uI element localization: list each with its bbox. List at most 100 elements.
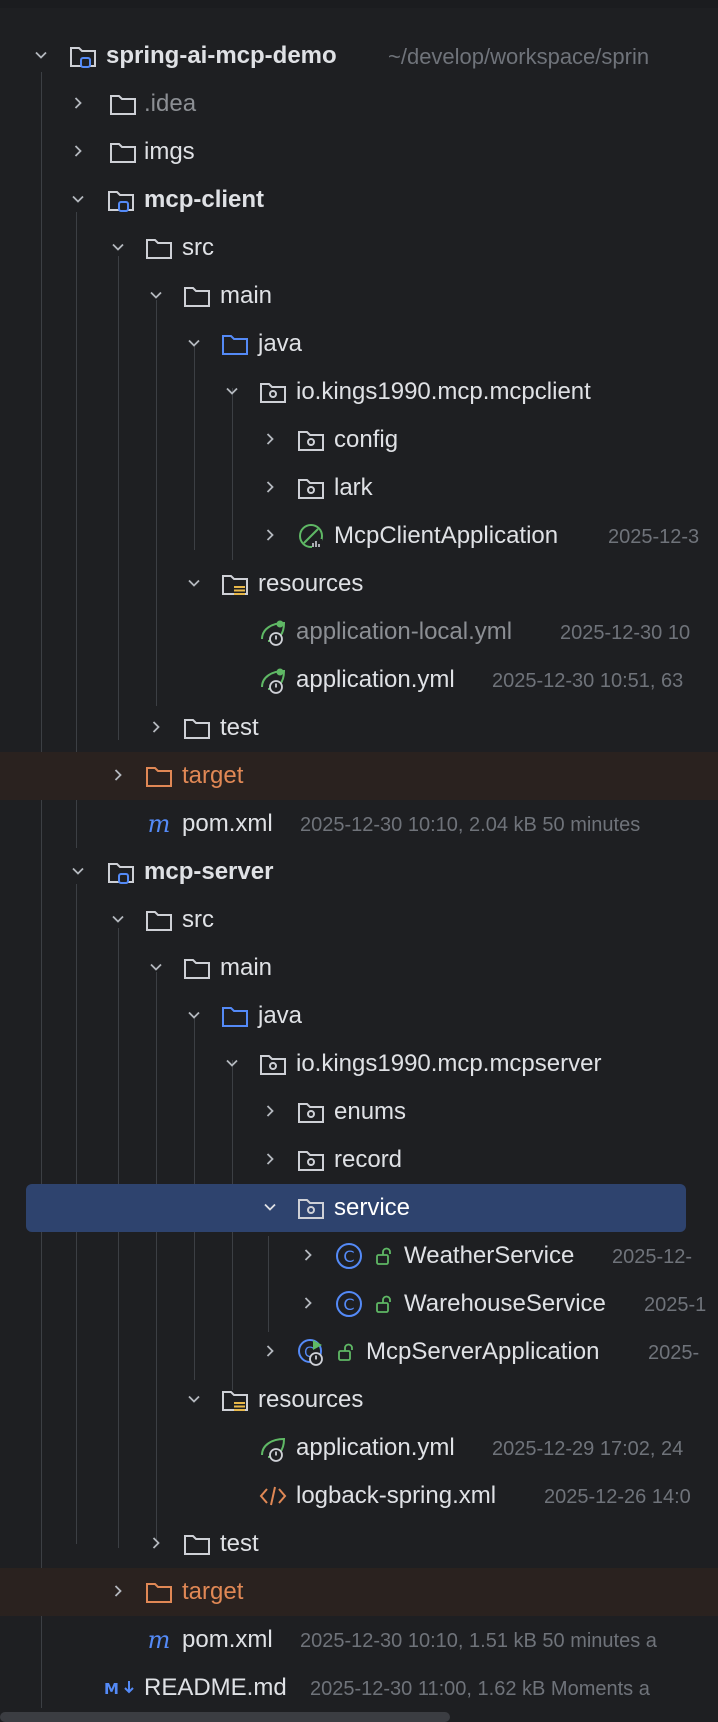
svg-text:C: C — [343, 1247, 354, 1266]
package-name: service — [334, 1194, 411, 1221]
chevron-right-icon[interactable] — [264, 529, 276, 541]
tree-row-resources[interactable]: resources — [0, 1376, 718, 1424]
tree-row-test[interactable]: test — [0, 704, 718, 752]
tree-row-root[interactable]: spring-ai-mcp-demo ~/develop/workspace/s… — [0, 32, 718, 80]
chevron-down-icon[interactable] — [226, 1057, 238, 1069]
chevron-down-icon[interactable] — [112, 913, 124, 925]
chevron-down-icon[interactable] — [188, 337, 200, 349]
tree-row-mcp-client[interactable]: mcp-client — [0, 176, 718, 224]
tree-row-lark[interactable]: lark — [0, 464, 718, 512]
tree-row-package[interactable]: io.kings1990.mcp.mcpserver — [0, 1040, 718, 1088]
tree-row-imgs[interactable]: imgs — [0, 128, 718, 176]
tree-row-enums[interactable]: enums — [0, 1088, 718, 1136]
chevron-right-icon[interactable] — [264, 1105, 276, 1117]
svg-text:C: C — [343, 1295, 354, 1314]
java-class-icon: C — [336, 1291, 362, 1317]
tree-row-config[interactable]: config — [0, 416, 718, 464]
chevron-down-icon[interactable] — [112, 241, 124, 253]
chevron-right-icon[interactable] — [112, 769, 124, 781]
tree-row-mcp-server[interactable]: mcp-server — [0, 848, 718, 896]
file-name: McpClientApplication — [334, 522, 559, 549]
chevron-down-icon[interactable] — [150, 289, 162, 301]
chevron-right-icon[interactable] — [264, 1153, 276, 1165]
tree-row-target[interactable]: target — [0, 1568, 718, 1616]
package-name: io.kings1990.mcp.mcpclient — [296, 378, 591, 405]
tree-row-java[interactable]: java — [0, 992, 718, 1040]
chevron-right-icon[interactable] — [150, 1537, 162, 1549]
chevron-right-icon[interactable] — [150, 721, 162, 733]
file-name: application-local.yml — [296, 618, 513, 645]
chevron-right-icon[interactable] — [72, 97, 84, 109]
folder-icon — [110, 95, 136, 115]
package-name: config — [334, 426, 399, 453]
tree-row-idea[interactable]: .idea — [0, 80, 718, 128]
chevron-down-icon[interactable] — [35, 49, 47, 61]
class-name: McpServerApplication — [366, 1338, 600, 1365]
file-meta: 2025-12-26 14:0 — [544, 1486, 691, 1508]
indent-guide — [118, 928, 119, 1548]
package-name: io.kings1990.mcp.mcpserver — [296, 1050, 602, 1077]
folder-icon — [184, 719, 210, 739]
folder-icon — [184, 1535, 210, 1555]
file-name: pom.xml — [182, 1626, 273, 1653]
maven-pom-icon: m — [148, 810, 171, 838]
tree-row-warehouse-service[interactable]: C WarehouseService 2025-1 — [0, 1280, 718, 1328]
chevron-right-icon[interactable] — [302, 1249, 314, 1261]
tree-row-readme[interactable]: M README.md 2025-12-30 11:00, 1.62 kB Mo… — [0, 1664, 718, 1712]
chevron-right-icon[interactable] — [302, 1297, 314, 1309]
tree-row-test[interactable]: test — [0, 1520, 718, 1568]
chevron-right-icon[interactable] — [72, 145, 84, 157]
tree-row-resources[interactable]: resources — [0, 560, 718, 608]
folder-name: src — [182, 234, 214, 261]
tree-row-mcp-server-application[interactable]: C McpServerApplication 2025- — [0, 1328, 718, 1376]
tree-row-application-yml[interactable]: application.yml 2025-12-30 10:51, 63 — [0, 656, 718, 704]
tree-row-package[interactable]: io.kings1990.mcp.mcpclient — [0, 368, 718, 416]
chevron-down-icon[interactable] — [150, 961, 162, 973]
folder-name: resources — [258, 1386, 364, 1413]
tree-row-java[interactable]: java — [0, 320, 718, 368]
file-name: README.md — [144, 1674, 287, 1701]
tree-row-weather-service[interactable]: C WeatherService 2025-12- — [0, 1232, 718, 1280]
chevron-right-icon[interactable] — [264, 1345, 276, 1357]
svg-text:m: m — [148, 810, 171, 838]
folder-icon — [184, 959, 210, 979]
tree-row-service-selected[interactable]: service — [26, 1184, 686, 1232]
chevron-right-icon[interactable] — [264, 481, 276, 493]
chevron-down-icon[interactable] — [188, 1393, 200, 1405]
source-root-folder-icon — [222, 335, 248, 355]
chevron-down-icon[interactable] — [72, 193, 84, 205]
chevron-down-icon[interactable] — [264, 1201, 276, 1213]
spring-config-file-icon — [261, 620, 286, 646]
file-name: application.yml — [296, 666, 455, 693]
file-meta: 2025-12-30 10 — [560, 622, 691, 644]
tree-row-record[interactable]: record — [0, 1136, 718, 1184]
tree-row-pom-xml[interactable]: m pom.xml 2025-12-30 10:10, 2.04 kB 50 m… — [0, 800, 718, 848]
tree-row-pom-xml[interactable]: m pom.xml 2025-12-30 10:10, 1.51 kB 50 m… — [0, 1616, 718, 1664]
chevron-down-icon[interactable] — [226, 385, 238, 397]
tree-row-mcp-client-application[interactable]: McpClientApplication 2025-12-3 — [0, 512, 718, 560]
file-meta: 2025-1 — [644, 1294, 707, 1316]
tree-row-main[interactable]: main — [0, 944, 718, 992]
chevron-down-icon[interactable] — [188, 1009, 200, 1021]
tree-row-main[interactable]: main — [0, 272, 718, 320]
chevron-right-icon[interactable] — [264, 433, 276, 445]
class-name: WeatherService — [404, 1242, 575, 1269]
file-meta: 2025-12-30 10:10, 2.04 kB 50 minutes — [300, 814, 641, 836]
tree-row-application-yml[interactable]: application.yml 2025-12-29 17:02, 24 — [0, 1424, 718, 1472]
xml-file-icon — [259, 1486, 287, 1506]
tree-row-src[interactable]: src — [0, 896, 718, 944]
indent-guide — [118, 256, 119, 740]
chevron-down-icon[interactable] — [72, 865, 84, 877]
tree-row-application-local-yml[interactable]: application-local.yml 2025-12-30 10 — [0, 608, 718, 656]
tree-row-src[interactable]: src — [0, 224, 718, 272]
svg-text:C: C — [304, 1345, 314, 1361]
file-name: application.yml — [296, 1434, 455, 1461]
chevron-down-icon[interactable] — [188, 577, 200, 589]
tree-row-logback-spring-xml[interactable]: logback-spring.xml 2025-12-26 14:0 — [0, 1472, 718, 1520]
java-class-icon: C — [336, 1243, 362, 1269]
chevron-right-icon[interactable] — [112, 1585, 124, 1597]
horizontal-scrollbar[interactable] — [0, 1712, 450, 1722]
tree-row-target[interactable]: target — [0, 752, 718, 800]
indent-guide — [156, 300, 157, 706]
module-name: mcp-client — [144, 186, 265, 213]
